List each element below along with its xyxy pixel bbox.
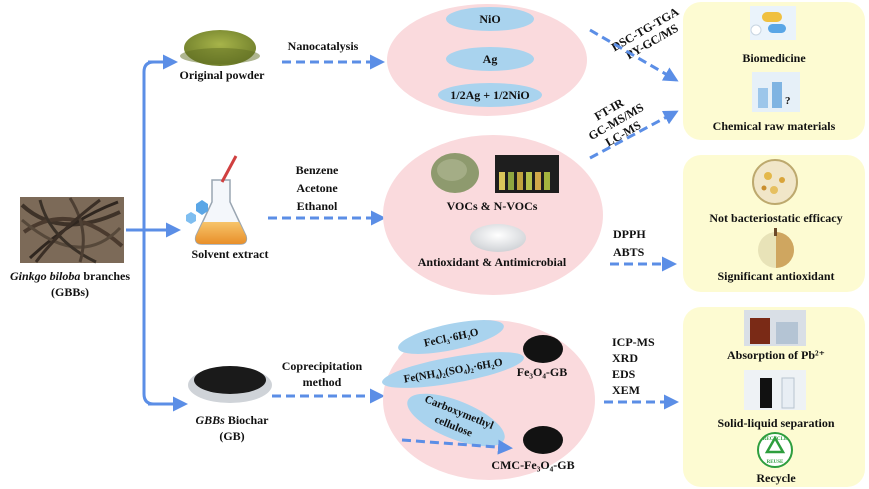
product-nio: NiO: [479, 12, 500, 26]
app-bacteriostatic: Not bacteriostatic efficacy: [709, 211, 842, 225]
pills-image: [750, 6, 796, 40]
analysis-a-group: DSC-TG-TGA PY-GC/MS: [609, 4, 682, 62]
app-chemical: Chemical raw materials: [713, 119, 836, 133]
product-fe3o4-gb: Fe₃O₄-GB: [517, 365, 568, 379]
fe3o4-powder-image: [523, 335, 563, 363]
app-antioxidant: Significant antioxidant: [717, 269, 834, 283]
recycle-stamp-top: RECYCLE: [763, 437, 788, 442]
solvent-acetone: Acetone: [296, 181, 338, 195]
app-recycle: Recycle: [756, 471, 796, 485]
recycle-icon: RECYCLE REUSE: [757, 432, 793, 468]
arrow-to-cmc-product: [401, 438, 513, 455]
solvent-products-ellipse: [383, 135, 603, 295]
app-biomedicine: Biomedicine: [742, 51, 806, 65]
biochar-image: [188, 366, 272, 403]
apple-image: [758, 228, 794, 268]
solvent-ethanol: Ethanol: [297, 199, 338, 213]
oval-ag: [446, 47, 534, 71]
assay-abts: ABTS: [613, 245, 645, 259]
source-label: Ginkgo biloba branches: [10, 269, 130, 283]
source-species: Ginkgo biloba: [10, 269, 80, 283]
recycle-stamp-bottom: REUSE: [767, 460, 784, 465]
solvent-benzene: Benzene: [296, 163, 339, 177]
glassware-question-mark: ?: [785, 95, 791, 107]
leaf-powder-image: [431, 153, 479, 193]
petri-dish-image: [752, 159, 798, 205]
assay-dpph: DPPH: [613, 227, 646, 241]
coprecipitation-2: method: [303, 375, 342, 389]
original-powder-image: [180, 30, 260, 66]
result-antioxidant: Antioxidant & Antimicrobial: [418, 255, 567, 269]
arrow-to-application-1a: [589, 28, 679, 82]
vials-image: [495, 155, 559, 193]
source-image: [20, 197, 124, 264]
cmc-powder-image: [523, 426, 563, 454]
char-xem: XEM: [612, 383, 640, 397]
product-ag-nio: 1/2Ag + 1/2NiO: [450, 88, 530, 102]
oval-nio: [446, 7, 534, 31]
separation-image: [744, 370, 806, 410]
app-separation: Solid-liquid separation: [717, 416, 834, 430]
lab-glassware-image: ?: [752, 72, 800, 112]
product-ag: Ag: [483, 52, 498, 66]
solvent-extract-label: Solvent extract: [192, 247, 269, 261]
original-powder-label: Original powder: [179, 68, 265, 82]
oval-ag-nio: [438, 83, 542, 107]
oval-cmc: [407, 393, 505, 447]
biochar-label: GBBs Biochar: [195, 413, 269, 427]
source-bracket: [126, 54, 188, 412]
biochar-rest: Biochar: [225, 413, 269, 427]
coprecipitation-1: Coprecipitation: [282, 359, 363, 373]
app-pb-absorption: Absorption of Pb²⁺: [727, 348, 825, 362]
oval-fecl3: [398, 320, 504, 354]
beaker-image: [744, 310, 806, 346]
source-abbr: (GBBs): [51, 285, 89, 299]
char-icpms: ICP-MS: [612, 335, 655, 349]
char-eds: EDS: [612, 367, 636, 381]
application-box-2: [683, 155, 865, 292]
product-cmc-fe3o4-gb: CMC-Fe₃O₄-GB: [491, 458, 574, 472]
arrow-to-application-1b: [589, 110, 679, 160]
char-xrd: XRD: [612, 351, 638, 365]
white-powder-image: [470, 224, 526, 252]
application-box-1: [683, 2, 865, 140]
biochar-italic: GBBs: [195, 413, 225, 427]
flask-icon: [186, 155, 248, 245]
result-vocs: VOCs & N-VOCs: [447, 199, 538, 213]
biochar-abbr: (GB): [219, 429, 244, 443]
source-suffix: branches: [80, 269, 130, 283]
oval-fenh4: [382, 352, 524, 388]
nanocatalysis-label: Nanocatalysis: [288, 39, 359, 53]
